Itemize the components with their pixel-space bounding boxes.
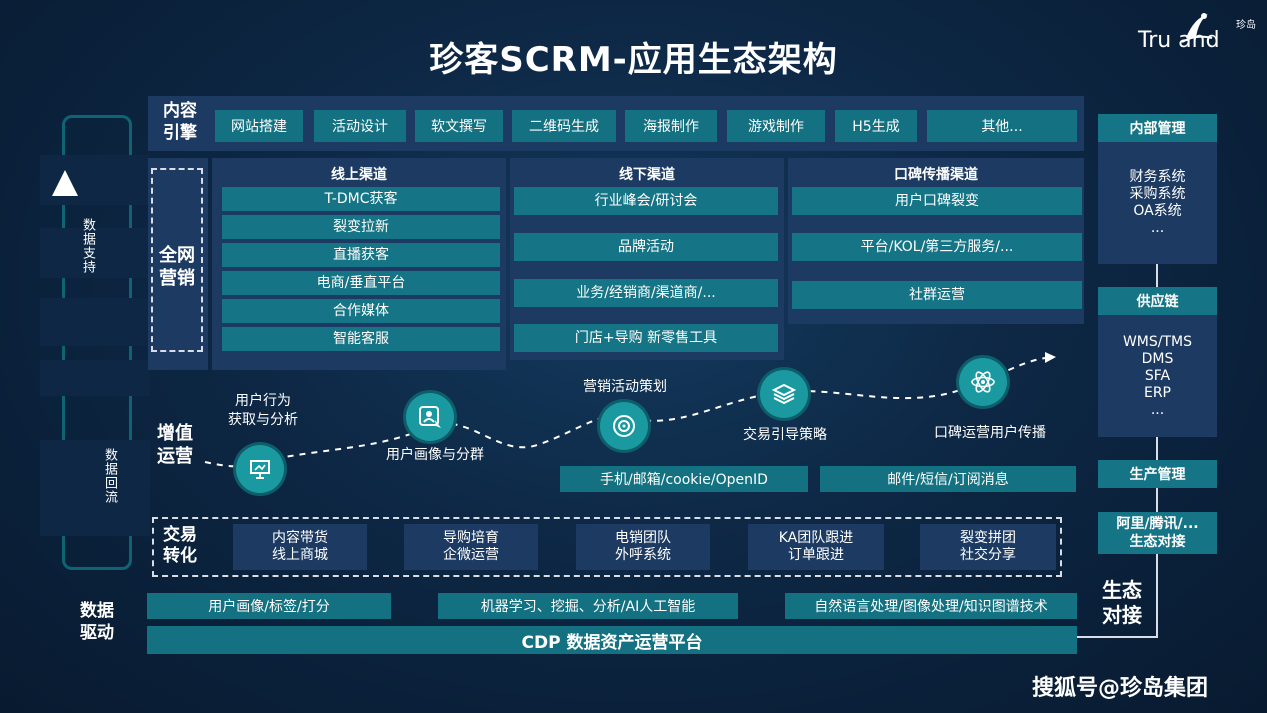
wom-item: 平台/KOL/第三方服务/... [792,233,1082,261]
ops-step-3: 营销活动策划 [583,379,667,395]
offline-item: 品牌活动 [514,233,778,261]
message-tag: 邮件/短信/订阅消息 [820,466,1076,492]
data-driven-label: 数据驱动 [80,601,114,643]
logo-text: Tru and [1138,28,1220,53]
online-item: 电商/垂直平台 [222,271,500,295]
transaction-item: 内容带货线上商城 [233,524,367,570]
online-channel-header: 线上渠道 [331,167,387,183]
offline-channel-header: 线下渠道 [619,167,675,183]
online-item: T-DMC获客 [222,187,500,211]
transaction-item: 电销团队外呼系统 [576,524,710,570]
up-arrow-icon [52,170,78,196]
offline-item: 业务/经销商/渠道商/... [514,279,778,307]
identity-tag: 手机/邮箱/cookie/OpenID [560,466,808,492]
data-feedback-label: 数据回流 [102,448,117,504]
content-item: 海报制作 [625,110,717,142]
user-profile-icon [406,393,454,441]
online-item: 直播获客 [222,243,500,267]
transaction-item: 裂变拼团社交分享 [920,524,1056,570]
online-item: 合作媒体 [222,299,500,323]
ops-step-2: 用户画像与分群 [386,447,484,463]
data-tag: 用户画像/标签/打分 [147,593,391,619]
watermark: 搜狐号@珍岛集团 [1032,676,1209,701]
online-item: 裂变拉新 [222,215,500,239]
marketing-label: 全网营销 [159,245,195,289]
offline-item: 行业峰会/研讨会 [514,187,778,215]
presentation-icon [236,445,284,493]
page-title: 珍客SCRM-应用生态架构 [429,40,838,80]
internal-mgmt-header: 内部管理 [1098,114,1217,142]
ops-step-1: 用户行为 获取与分析 [228,393,298,428]
ops-flow-path [204,352,1056,468]
transaction-item: KA团队跟进订单跟进 [748,524,884,570]
layers-icon [760,370,808,418]
supply-chain-header: 供应链 [1098,287,1217,315]
atom-icon [959,358,1007,406]
marketing-label-frame [151,168,203,352]
value-ops-label: 增值运营 [157,423,193,467]
content-item: 其他... [927,110,1077,142]
content-item: 活动设计 [314,110,406,142]
logo-subtext: 珍岛 [1236,20,1256,31]
target-icon [600,402,648,450]
wom-item: 用户口碑裂变 [792,187,1082,215]
ops-step-4: 交易引导策略 [743,427,827,443]
ops-step-5: 口碑运营用户传播 [934,425,1046,441]
content-item: H5生成 [835,110,917,142]
transaction-item: 导购培育企微运营 [404,524,538,570]
data-tag: 自然语言处理/图像处理/知识图谱技术 [785,593,1077,619]
transaction-label: 交易转化 [163,525,197,566]
data-tag: 机器学习、挖掘、分析/AI人工智能 [438,593,738,619]
offline-item: 门店+导购 新零售工具 [514,324,778,352]
cdp-platform: CDP 数据资产运营平台 [147,626,1077,654]
wom-item: 社群运营 [792,281,1082,309]
eco-label: 生态对接 [1102,578,1142,627]
partners-header: 阿里/腾讯/...生态对接 [1098,512,1217,554]
eco-connector-base [1077,636,1158,638]
content-item: 软文撰写 [415,110,503,142]
data-support-label: 数据支持 [80,218,95,274]
transaction-frame [152,517,1062,577]
production-mgmt-header: 生产管理 [1098,460,1217,488]
content-item: 游戏制作 [727,110,825,142]
content-engine-label: 内容引擎 [163,101,197,143]
content-item: 网站搭建 [215,110,303,142]
marketing-label-panel [148,158,208,370]
online-item: 智能客服 [222,327,500,351]
wom-channel-header: 口碑传播渠道 [894,167,978,183]
content-item: 二维码生成 [512,110,616,142]
logo-figure-icon [1181,13,1213,43]
brand-logo: Tru and 珍岛 [1138,13,1256,56]
